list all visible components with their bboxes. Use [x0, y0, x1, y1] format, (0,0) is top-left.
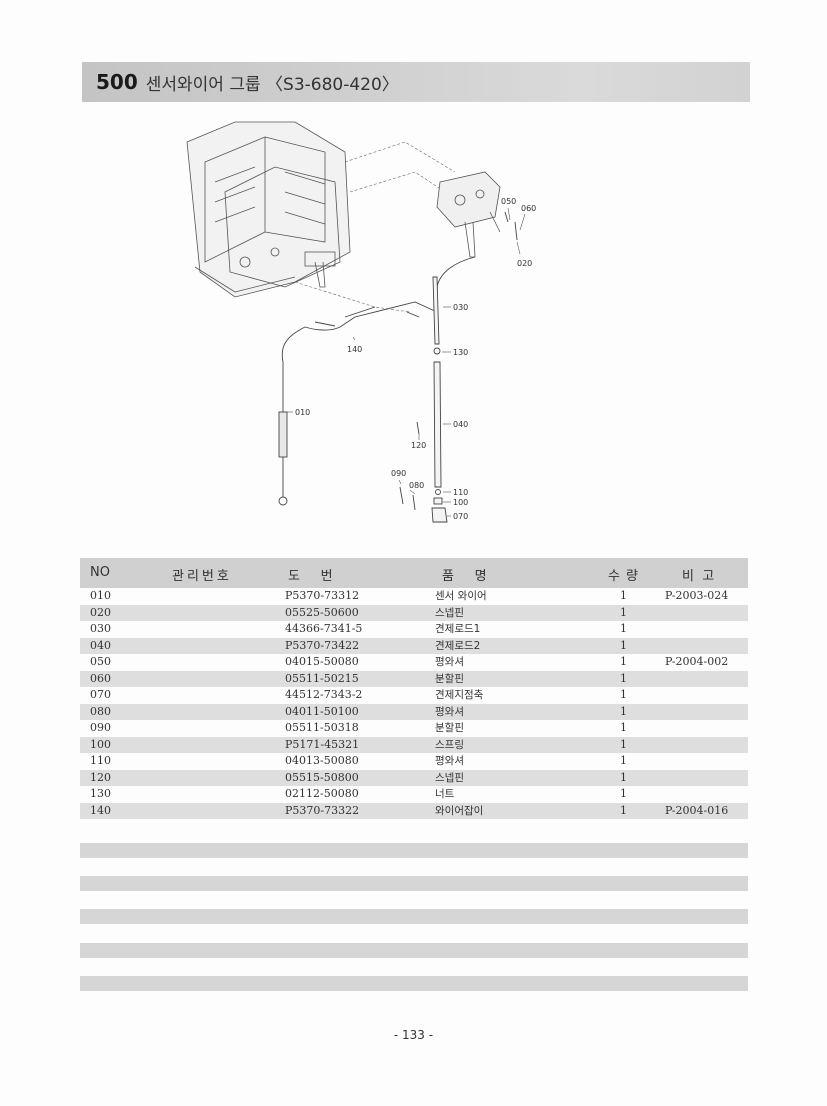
callout-010: 010: [295, 408, 310, 417]
callout-120: 120: [411, 441, 426, 450]
table-header: NO 관리번호 도 번 품 명 수량 비 고: [80, 558, 748, 588]
callout-110: 110: [453, 488, 468, 497]
callout-030: 030: [453, 303, 468, 312]
callout-050: 050: [501, 197, 516, 206]
callout-060: 060: [521, 204, 536, 213]
empty-row-band: [80, 843, 748, 858]
col-mgmt: 관리번호: [172, 569, 232, 584]
col-no: NO: [90, 565, 110, 580]
empty-row-band: [80, 976, 748, 991]
section-title-bar: 500 센서와이어 그룹 〈S3-680-420〉: [82, 62, 750, 102]
empty-row-band: [80, 876, 748, 891]
sensor-wire: [278, 256, 476, 506]
empty-row-band: [80, 943, 748, 958]
callout-020: 020: [517, 259, 532, 268]
rods: [399, 211, 518, 523]
empty-row-band: [80, 909, 748, 924]
callout-100: 100: [453, 498, 468, 507]
section-title: 센서와이어 그룹 〈S3-680-420〉: [145, 74, 399, 95]
col-note: 비 고: [682, 569, 715, 584]
col-qty: 수량: [608, 569, 644, 584]
callout-130: 130: [453, 348, 468, 357]
bracket-assembly: [436, 171, 501, 258]
col-drawing: 도 번: [288, 569, 333, 584]
callout-080: 080: [409, 481, 424, 490]
page-number: - 133 -: [393, 1028, 434, 1042]
callout-070: 070: [453, 512, 468, 521]
col-name: 품 명: [442, 569, 487, 584]
parts-diagram: 050 060 020 030 130 140 010 040 120 090 …: [186, 121, 536, 523]
callout-140: 140: [347, 345, 362, 354]
section-number: 500: [96, 70, 138, 94]
machine-frame: [186, 121, 351, 298]
callout-090: 090: [391, 469, 406, 478]
callout-040: 040: [453, 420, 468, 429]
